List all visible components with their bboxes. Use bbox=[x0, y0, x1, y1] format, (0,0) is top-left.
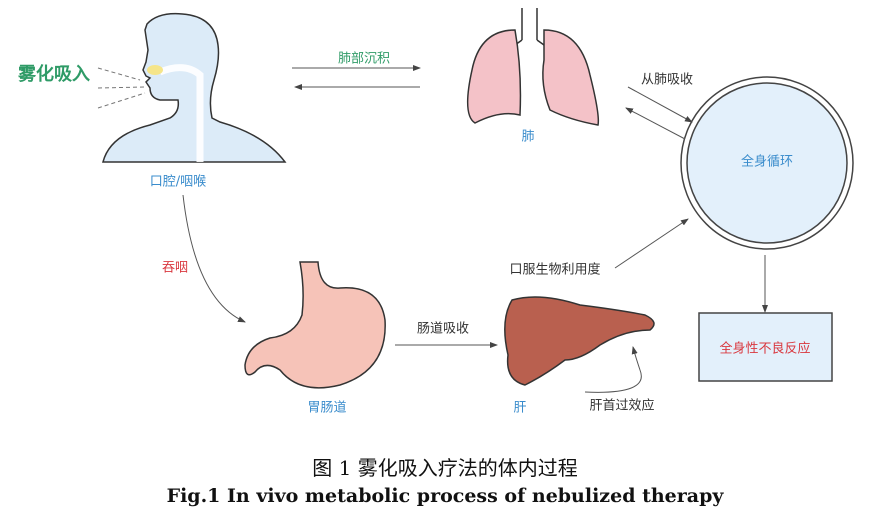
gi-tract-label: 胃肠道 bbox=[307, 400, 347, 416]
caption-en: Fig.1 In vivo metabolic process of nebul… bbox=[166, 485, 724, 507]
swallow-label: 吞咽 bbox=[161, 260, 189, 276]
liver-label: 肝 bbox=[513, 400, 527, 416]
absorb-from-lung-label: 从肺吸收 bbox=[640, 72, 694, 88]
oral-bioavailability-label: 口服生物利用度 bbox=[509, 262, 601, 278]
systemic-adverse-label: 全身性不良反应 bbox=[719, 341, 811, 357]
swallow-arrow bbox=[182, 194, 246, 323]
oral-pharynx-label: 口腔/咽喉 bbox=[149, 174, 207, 190]
lung-label: 肺 bbox=[521, 129, 535, 145]
first-pass-label: 肝首过效应 bbox=[589, 398, 655, 414]
arrow-circulation-to-lung bbox=[625, 107, 686, 140]
first-pass-arrow bbox=[584, 346, 642, 393]
head-silhouette bbox=[97, 12, 287, 163]
systemic-circulation-label: 全身循环 bbox=[740, 154, 794, 170]
caption-cn: 图 1 雾化吸入疗法的体内过程 bbox=[312, 456, 578, 480]
lung-deposition-label: 肺部沉积 bbox=[337, 51, 391, 67]
arrow-lung-to-circulation bbox=[627, 86, 693, 123]
lungs-illustration bbox=[466, 8, 600, 126]
liver-illustration bbox=[504, 296, 655, 386]
adverse-box bbox=[698, 312, 833, 382]
circulation-circle bbox=[686, 82, 848, 244]
arrow-oral-to-circulation bbox=[614, 218, 689, 269]
stomach-illustration bbox=[244, 261, 386, 389]
intestinal-absorption-label: 肠道吸收 bbox=[416, 321, 470, 337]
nebulized-inhalation-label: 雾化吸入 bbox=[18, 64, 90, 85]
